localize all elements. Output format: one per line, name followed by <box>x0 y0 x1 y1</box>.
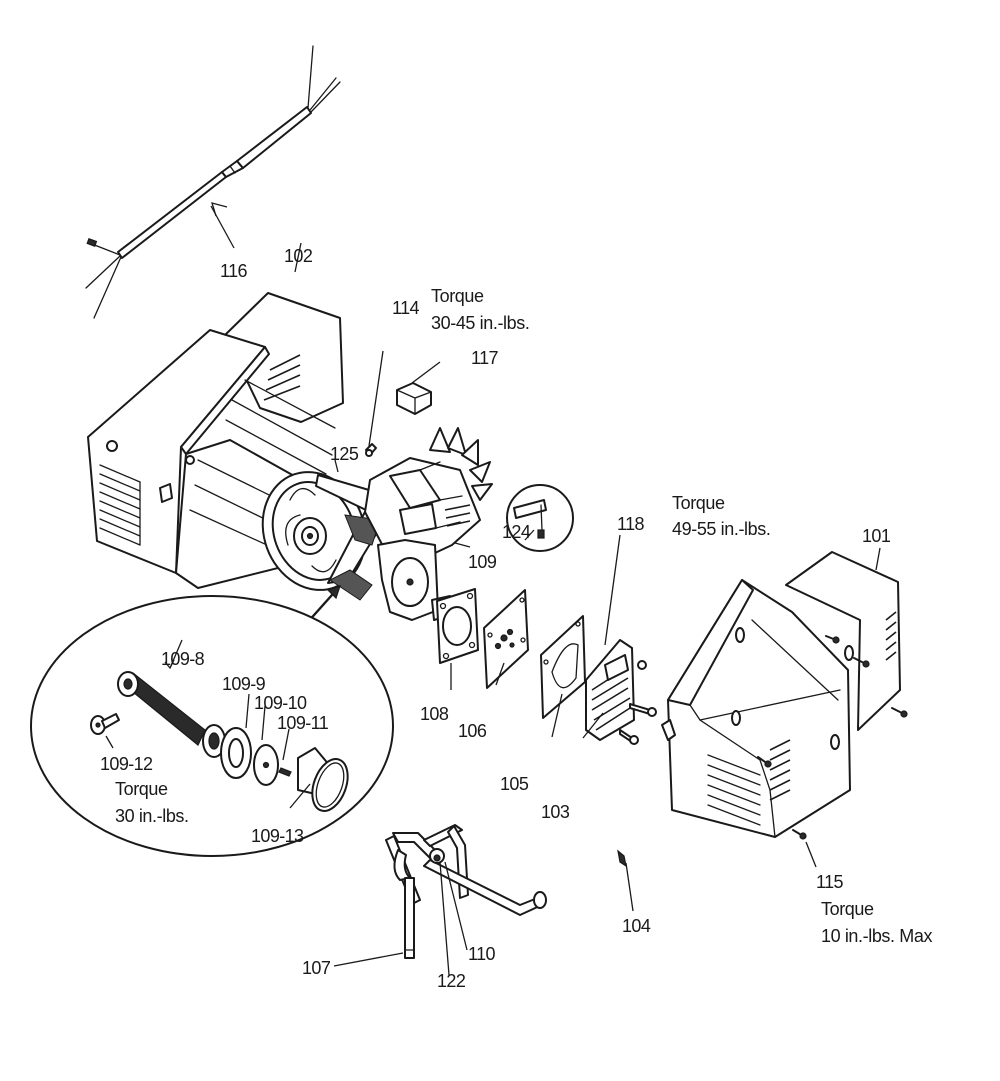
screw-109-11 <box>278 767 292 777</box>
clip-104 <box>617 849 627 868</box>
svg-text:10 in.-lbs. Max: 10 in.-lbs. Max <box>821 926 932 946</box>
label-110: 110 <box>468 944 495 964</box>
label-109-13: 109-13 <box>251 826 304 846</box>
label-114: 114 <box>392 298 419 318</box>
bolt-114 <box>365 443 377 457</box>
cap-117 <box>396 382 432 415</box>
torque-note-118: Torque 49-55 in.-lbs. <box>672 493 771 539</box>
label-108: 108 <box>420 704 449 724</box>
label-115: 115 <box>816 872 843 892</box>
label-101: 101 <box>862 526 891 546</box>
label-122: 122 <box>437 971 466 991</box>
label-109: 109 <box>468 552 497 572</box>
label-109-12: 109-12 <box>100 754 153 774</box>
svg-text:Torque: Torque <box>672 493 725 513</box>
cylinder-head-103 <box>585 639 657 745</box>
torque-note-117: Torque 30-45 in.-lbs. <box>431 286 530 333</box>
label-117: 117 <box>471 348 498 368</box>
washer-109-9 <box>220 727 252 779</box>
label-103: 103 <box>541 802 570 822</box>
torque-notes: Torque 30-45 in.-lbs. Torque 49-55 in.-l… <box>115 286 933 946</box>
label-106: 106 <box>458 721 487 741</box>
svg-text:30 in.-lbs.: 30 in.-lbs. <box>115 806 189 826</box>
gasket-105 <box>540 615 586 719</box>
disc-109-10 <box>253 744 279 786</box>
torque-note-115: Torque 10 in.-lbs. Max <box>821 899 933 946</box>
label-109-10: 109-10 <box>254 693 307 713</box>
tubes-107-110-122 <box>385 824 547 959</box>
label-125: 125 <box>330 444 359 464</box>
detail-circle-124 <box>506 484 574 552</box>
part-labels: 116 102 114 117 125 124 109 118 101 108 … <box>220 246 891 991</box>
svg-text:Torque: Torque <box>115 779 168 799</box>
label-102: 102 <box>284 246 313 266</box>
svg-text:30-45 in.-lbs.: 30-45 in.-lbs. <box>431 313 529 333</box>
gasket-108 <box>436 588 479 664</box>
label-109-9: 109-9 <box>222 674 266 694</box>
detail-callout-109 <box>30 585 394 857</box>
label-118: 118 <box>617 514 644 534</box>
bolt-109-12 <box>90 713 120 735</box>
motor-pump-109 <box>364 427 493 621</box>
label-124: 124 <box>502 522 531 542</box>
shroud-101 <box>661 551 908 840</box>
label-109-8: 109-8 <box>161 649 205 669</box>
label-107: 107 <box>302 958 331 978</box>
detail-labels: 109-8 109-9 109-10 109-11 109-12 109-13 <box>100 649 329 846</box>
leader-lines <box>105 202 881 976</box>
svg-text:49-55 in.-lbs.: 49-55 in.-lbs. <box>672 519 770 539</box>
sleeve-109-13 <box>297 747 349 812</box>
label-116: 116 <box>220 261 247 281</box>
connecting-rod-109-8 <box>117 671 226 758</box>
svg-text:Torque: Torque <box>431 286 484 306</box>
label-104: 104 <box>622 916 651 936</box>
label-105: 105 <box>500 774 529 794</box>
torque-note-109-12: Torque 30 in.-lbs. <box>115 779 189 826</box>
valve-plate-106 <box>483 589 529 689</box>
svg-text:Torque: Torque <box>821 899 874 919</box>
label-109-11: 109-11 <box>277 713 329 733</box>
power-cord-116 <box>85 45 341 319</box>
